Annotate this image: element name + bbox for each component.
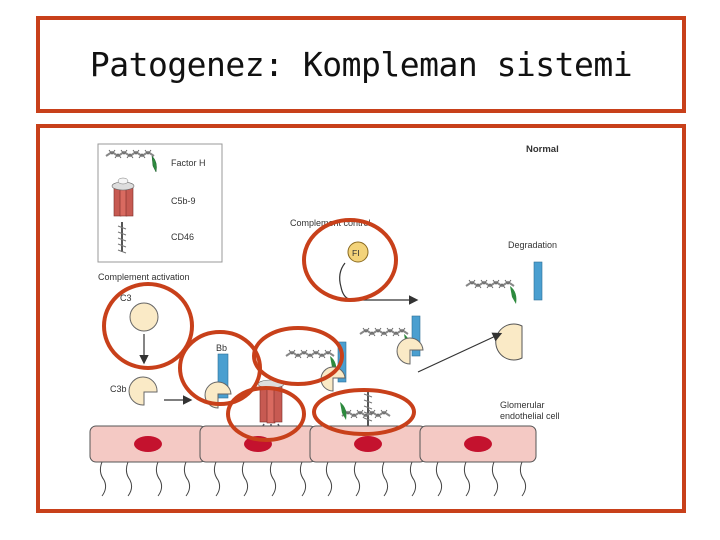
legend-box: Factor H C5b-9 CD46 — [98, 144, 222, 262]
c5b9-legend-icon — [112, 178, 134, 216]
nucleus-3 — [354, 436, 382, 452]
factor-h-membrane — [340, 402, 390, 420]
legend-factor-h: Factor H — [171, 158, 206, 168]
factor-i-molecule: FI — [340, 242, 368, 299]
c3b-molecule: C3b — [110, 377, 157, 405]
bb-c3b-convertase: Bb — [205, 343, 231, 408]
degradation-group — [466, 262, 542, 360]
endothelial-cells — [90, 426, 536, 496]
label-c3b: C3b — [110, 384, 127, 394]
title-frame: Patogenez: Kompleman sistemi — [36, 16, 686, 113]
c3-molecule: C3 — [120, 293, 158, 331]
nucleus-4 — [464, 436, 492, 452]
factor-h-cd46-complex — [360, 316, 423, 364]
complement-diagram: Factor H C5b-9 CD46 Normal Complement co… — [40, 128, 680, 508]
highlight-factor-i — [304, 220, 396, 300]
label-degradation: Degradation — [508, 240, 557, 250]
label-complement-activation: Complement activation — [98, 272, 190, 282]
cd46-membrane — [364, 390, 372, 426]
label-normal: Normal — [526, 144, 559, 155]
arrow-to-degradation — [418, 334, 500, 372]
label-fi: FI — [352, 248, 360, 258]
label-glomerular-2: endothelial cell — [500, 411, 560, 421]
legend-cd46: CD46 — [171, 232, 194, 242]
label-glomerular-1: Glomerular — [500, 400, 545, 410]
label-bb: Bb — [216, 343, 227, 353]
slide-title: Patogenez: Kompleman sistemi — [40, 20, 682, 109]
nucleus-1 — [134, 436, 162, 452]
legend-c5b9: C5b-9 — [171, 196, 196, 206]
